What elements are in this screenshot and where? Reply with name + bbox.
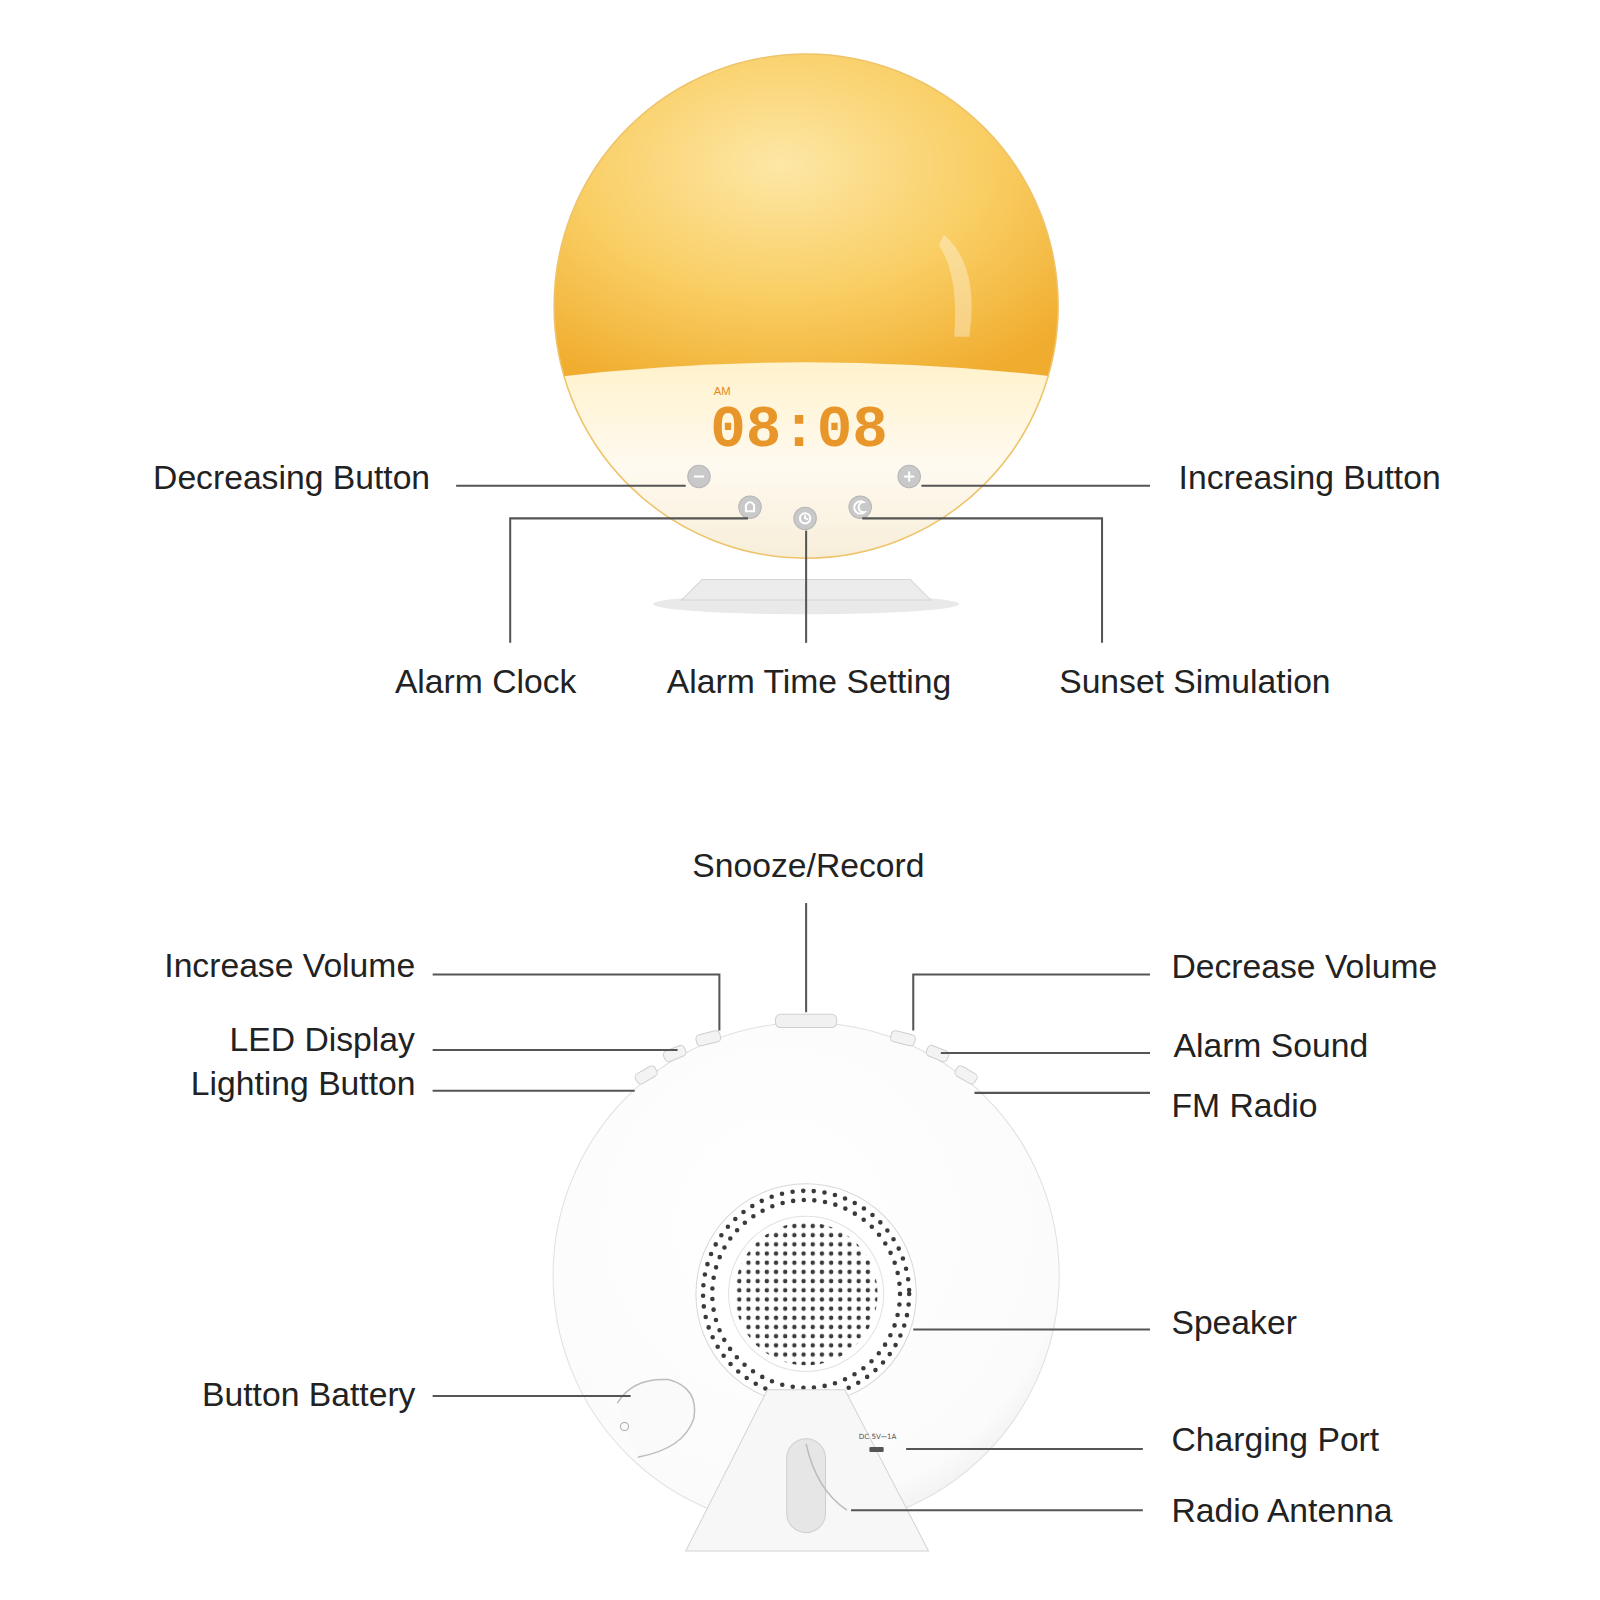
charging-port xyxy=(869,1447,883,1452)
port-rating: DC 5V⎓1A xyxy=(859,1433,897,1442)
part-name: Decreasing Button xyxy=(153,457,430,497)
part-name: Charging Port xyxy=(1171,1419,1379,1459)
front-buttons xyxy=(688,465,921,529)
leader-lines xyxy=(433,903,1150,1510)
part-name: FM Radio xyxy=(1171,1086,1317,1126)
battery-mark xyxy=(620,1422,628,1430)
part-name: Alarm Sound xyxy=(1173,1026,1368,1066)
lamp-globe xyxy=(551,51,1061,571)
part-name: Increasing Button xyxy=(1179,457,1441,497)
display-indicator: AM xyxy=(714,384,731,397)
part-name: LED Display xyxy=(230,1019,415,1059)
part-name: Snooze/Record xyxy=(692,845,924,885)
part-name: Decrease Volume xyxy=(1171,946,1437,986)
speaker-grille xyxy=(696,1184,916,1404)
stand-slot xyxy=(787,1439,826,1533)
part-name: Alarm Clock xyxy=(395,661,576,701)
back-stand xyxy=(686,1390,929,1551)
battery-cover xyxy=(617,1379,694,1457)
part-name: Speaker xyxy=(1171,1302,1296,1342)
snooze-button xyxy=(776,1014,837,1027)
part-name: Button Battery xyxy=(202,1374,415,1414)
part-name: Increase Volume xyxy=(164,945,415,985)
part-name: Lighting Button xyxy=(191,1063,416,1103)
leader-lines xyxy=(456,486,1150,643)
part-name: Radio Antenna xyxy=(1171,1491,1392,1531)
button-icons xyxy=(694,471,914,523)
antenna-wire xyxy=(806,1444,847,1510)
part-name: Alarm Time Setting xyxy=(667,661,951,701)
part-name: Sunset Simulation xyxy=(1059,661,1330,701)
display-digits: 08:08 xyxy=(710,395,888,466)
side-buttons xyxy=(634,1030,979,1086)
lamp-outline xyxy=(554,54,1058,558)
